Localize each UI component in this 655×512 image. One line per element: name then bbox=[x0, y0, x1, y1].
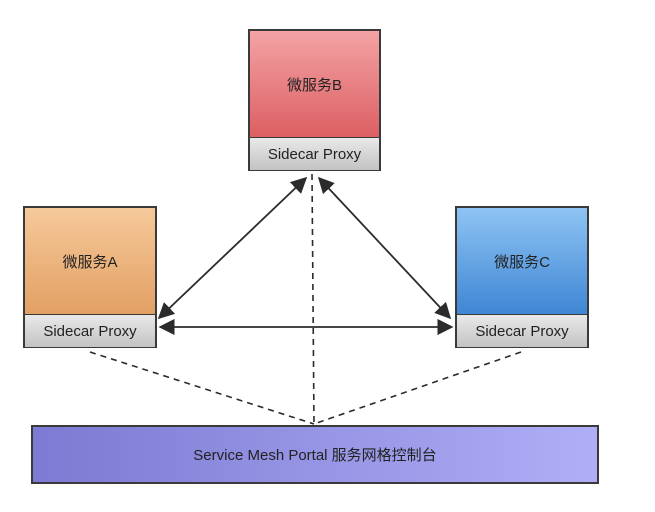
dashed-c-portal bbox=[313, 351, 522, 425]
service-c-name: 微服务C bbox=[457, 208, 587, 314]
service-b-box[interactable]: 微服务B Sidecar Proxy bbox=[248, 29, 381, 171]
service-b-sidecar-proxy: Sidecar Proxy bbox=[250, 137, 379, 170]
service-b-name: 微服务B bbox=[250, 31, 379, 137]
dashed-b-portal bbox=[311, 173, 315, 425]
service-a-sidecar-proxy: Sidecar Proxy bbox=[25, 314, 155, 347]
dashed-a-portal bbox=[89, 351, 315, 425]
service-a-name: 微服务A bbox=[25, 208, 155, 314]
service-c-sidecar-proxy: Sidecar Proxy bbox=[457, 314, 587, 347]
arrow-b-c bbox=[317, 176, 452, 320]
service-c-box[interactable]: 微服务C Sidecar Proxy bbox=[455, 206, 589, 348]
service-a-box[interactable]: 微服务A Sidecar Proxy bbox=[23, 206, 157, 348]
service-mesh-portal[interactable]: Service Mesh Portal 服务网格控制台 bbox=[31, 425, 599, 484]
arrow-a-b bbox=[157, 176, 308, 320]
